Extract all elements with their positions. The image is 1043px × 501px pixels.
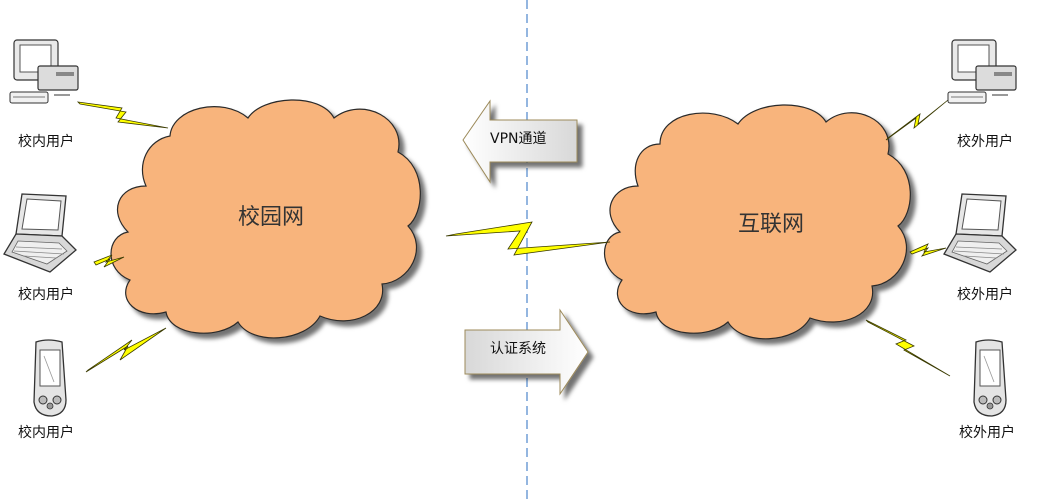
lightning-left-2	[93, 254, 125, 268]
auth-system-label: 认证系统	[490, 341, 546, 357]
vpn-tunnel-label: VPN通道	[490, 131, 547, 147]
campus-user-label: 校内用户	[18, 424, 74, 441]
laptop-icon	[943, 193, 1017, 273]
campus-user-label: 校内用户	[18, 133, 74, 150]
lightning-right-1	[885, 99, 949, 141]
campus-user-label: 校内用户	[18, 286, 74, 303]
external-user-label: 校外用户	[957, 286, 1013, 303]
campus-network-cloud	[110, 99, 421, 339]
auth-system-arrow	[464, 308, 589, 396]
internet-cloud	[604, 104, 911, 340]
external-user-label: 校外用户	[957, 133, 1013, 150]
internet-label: 互联网	[738, 212, 804, 237]
laptop-icon	[3, 193, 77, 273]
lightning-right-2	[909, 243, 947, 257]
external-user-label: 校外用户	[959, 424, 1015, 441]
pda-icon	[33, 339, 67, 417]
desktop-computer-icon	[9, 39, 79, 104]
campus-network-label: 校园网	[238, 205, 304, 230]
vpn-tunnel-arrow	[462, 99, 578, 184]
lightning-right-3	[865, 319, 951, 377]
desktop-computer-icon	[947, 39, 1017, 104]
lightning-left-1	[76, 101, 169, 129]
lightning-left-3	[85, 327, 167, 373]
pda-icon	[973, 339, 1007, 417]
center-lightning	[445, 221, 611, 256]
